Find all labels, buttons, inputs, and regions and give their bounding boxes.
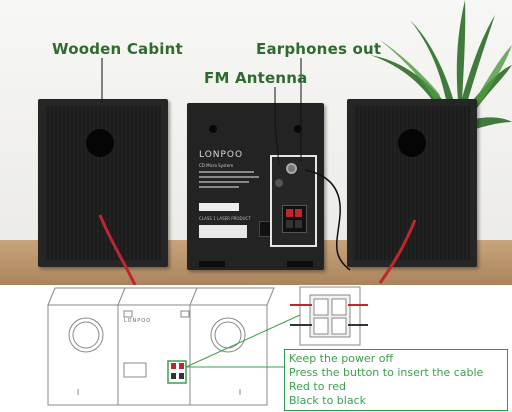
right-speaker	[347, 99, 477, 267]
black-terminal[interactable]	[286, 220, 293, 228]
right-speaker-cable	[378, 219, 417, 284]
antenna-port[interactable]	[275, 179, 283, 187]
terminal-zoom-inset	[299, 286, 361, 346]
product-label: CD Micro System	[199, 163, 234, 168]
bass-port-right	[398, 129, 426, 157]
diagram-main-unit	[117, 287, 203, 406]
diagram-drawing	[47, 286, 368, 406]
spec-line	[199, 171, 254, 173]
callout-earphones-out: Earphones out	[256, 40, 382, 58]
callout-fm-antenna: FM Antenna	[204, 69, 308, 87]
instruction-red-to-red: Red to red	[289, 380, 346, 393]
earphone-jack[interactable]	[286, 163, 297, 174]
red-terminal[interactable]	[286, 209, 293, 217]
rear-brand: LONPOO	[199, 150, 244, 160]
spec-line	[199, 176, 259, 178]
screw-hole	[209, 125, 217, 133]
instruction-press-button: Press the button to insert the cable	[289, 366, 484, 379]
callout-line-cabinet	[101, 58, 103, 102]
bass-port-left	[86, 129, 114, 157]
diagram-brand: LONPOO	[124, 318, 152, 324]
instructions-box: Keep the power off Press the button to i…	[284, 349, 508, 411]
callout-line-antenna	[274, 87, 280, 166]
diagram-left-speaker	[47, 287, 133, 406]
speaker-terminal[interactable]	[282, 205, 307, 233]
rear-label-sticker: CD Micro System	[199, 163, 265, 203]
foot	[287, 261, 313, 267]
black-terminal[interactable]	[295, 220, 302, 228]
callout-wooden-cabinet: Wooden Cabint	[52, 40, 183, 58]
wiring-diagram: LONPOO	[0, 285, 512, 412]
left-speaker	[38, 99, 168, 267]
laser-label: CLASS 1 LASER PRODUCT	[199, 216, 251, 221]
instruction-black-to-black: Black to black	[289, 394, 366, 407]
foot	[199, 261, 225, 267]
red-terminal[interactable]	[295, 209, 302, 217]
product-photo: LONPOO CD Micro System CLASS 1 LASER PRO…	[0, 0, 512, 285]
left-speaker-cable	[98, 214, 137, 285]
antenna-wire	[304, 169, 351, 271]
diagram-right-speaker	[189, 287, 275, 406]
warning-label	[199, 225, 247, 238]
barcode-sticker	[199, 203, 239, 211]
spec-line	[199, 181, 249, 183]
instruction-power-off: Keep the power off	[289, 352, 394, 365]
diagram-terminal	[167, 360, 187, 384]
spec-line	[199, 186, 239, 188]
callout-line-earphones	[300, 58, 302, 162]
screw-hole	[294, 125, 302, 133]
